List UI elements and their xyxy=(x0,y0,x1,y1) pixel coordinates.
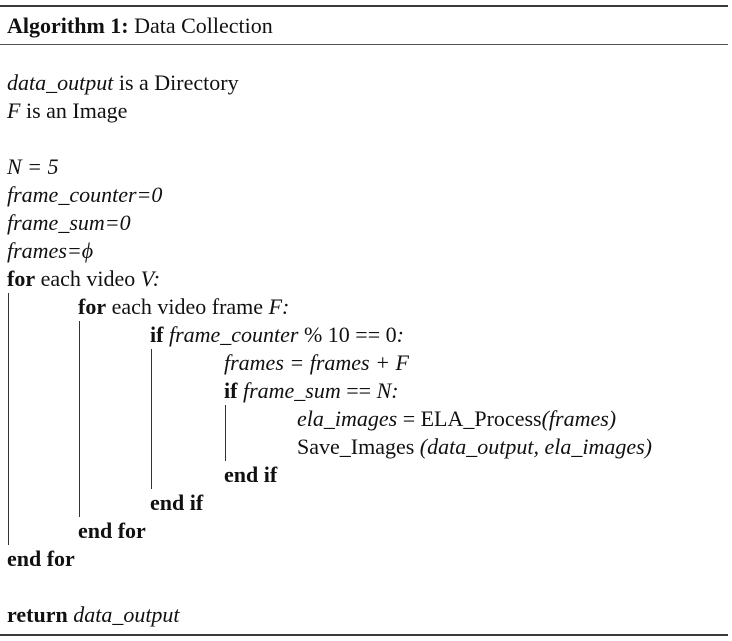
block-bar-if-counter xyxy=(151,349,152,489)
if-counter-var: frame_counter xyxy=(163,322,299,347)
decl-f: F is an Image xyxy=(7,98,127,124)
if-sum-op: == xyxy=(340,378,377,403)
return-var: data_output xyxy=(67,602,180,627)
end-if-inner: end if xyxy=(224,462,278,487)
for-video-line: for each video V: xyxy=(7,266,160,292)
ela-var: ela_images xyxy=(297,406,398,431)
init-n: N = 5 xyxy=(7,154,59,179)
for-frame-var: F: xyxy=(268,294,290,319)
block-bar-if-sum xyxy=(225,405,226,461)
decl-f-desc: is an Image xyxy=(20,98,128,123)
if-counter-line: if frame_counter % 10 == 0: xyxy=(150,322,404,348)
if-keyword: if xyxy=(224,378,238,403)
init-frame-sum: frame_sum=0 xyxy=(7,210,131,235)
block-bar-for-frame xyxy=(79,321,80,517)
for-frame-line: for each video frame F: xyxy=(78,294,289,320)
end-for-inner: end for xyxy=(78,518,146,543)
save-line: Save_Images (data_output, ela_images) xyxy=(297,434,652,460)
init-frame-counter: frame_counter=0 xyxy=(7,182,163,207)
init-frames: frames=ϕ xyxy=(7,238,94,263)
end-for-outer: end for xyxy=(7,546,75,571)
save-args: (data_output, ela_images) xyxy=(419,434,652,459)
return-keyword: return xyxy=(7,602,68,627)
for-keyword: for xyxy=(78,294,107,319)
if-sum-line: if frame_sum == N: xyxy=(224,378,399,404)
ela-func: = ELA_Process xyxy=(397,406,542,431)
assign-frames: frames = frames + F xyxy=(224,350,409,375)
for-video-var: V: xyxy=(140,266,161,291)
save-func: Save_Images xyxy=(297,434,420,459)
decl-data-output-desc: is a Directory xyxy=(113,70,239,95)
decl-data-output-var: data_output xyxy=(7,70,114,95)
top-rule xyxy=(0,5,728,7)
for-video-text: each video xyxy=(35,266,141,291)
decl-f-var: F xyxy=(7,98,21,123)
for-keyword: for xyxy=(7,266,36,291)
return-line: return data_output xyxy=(7,602,180,628)
ela-arg: (frames) xyxy=(541,406,617,431)
if-counter-cond: % 10 == 0 xyxy=(298,322,397,347)
algorithm-header: Algorithm 1: Data Collection xyxy=(7,13,273,39)
if-sum-var2: N: xyxy=(376,378,399,403)
algorithm-title: Data Collection xyxy=(134,13,273,38)
ela-line: ela_images = ELA_Process(frames) xyxy=(297,406,616,432)
decl-data-output: data_output is a Directory xyxy=(7,70,239,96)
if-keyword: if xyxy=(150,322,164,347)
end-if-outer: end if xyxy=(150,490,204,515)
algorithm-label: Algorithm 1: xyxy=(7,13,129,38)
if-sum-var: frame_sum xyxy=(237,378,341,403)
for-frame-text: each video frame xyxy=(106,294,269,319)
block-bar-for-video xyxy=(8,293,9,545)
header-rule xyxy=(0,44,728,45)
if-counter-colon: : xyxy=(396,322,404,347)
bottom-rule xyxy=(0,634,728,636)
